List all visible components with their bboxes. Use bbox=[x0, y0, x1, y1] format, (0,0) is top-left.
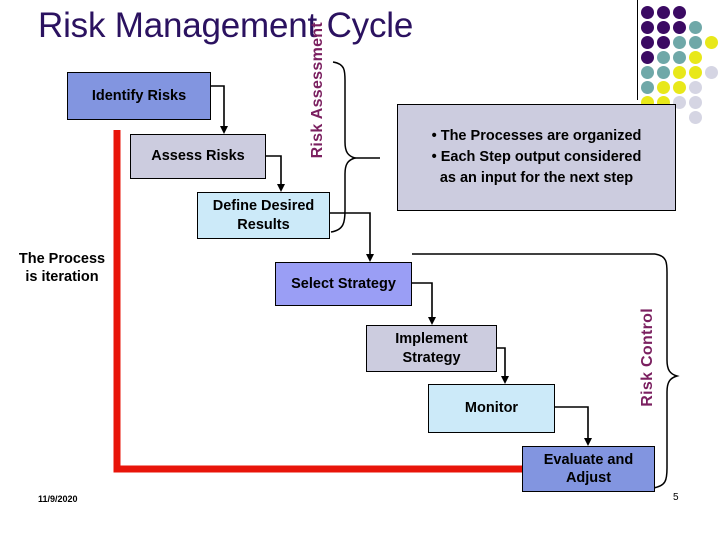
connector-implement-to-monitor bbox=[497, 347, 506, 381]
process-box-implement-strategy[interactable]: Implement Strategy bbox=[366, 325, 497, 372]
process-box-evaluate-adjust[interactable]: Evaluate and Adjust bbox=[522, 446, 655, 492]
process-note-line-1: The Process bbox=[18, 251, 106, 267]
connector-define-to-select bbox=[330, 212, 371, 259]
decorative-dot bbox=[705, 66, 718, 79]
decorative-dot bbox=[673, 81, 686, 94]
label-risk-control: Risk Control bbox=[639, 308, 656, 407]
connector-identify-to-assess bbox=[211, 85, 225, 131]
decorative-dot bbox=[641, 21, 654, 34]
decorative-dot bbox=[657, 51, 670, 64]
process-box-identify-risks[interactable]: Identify Risks bbox=[67, 72, 211, 120]
info-callout-box: • The Processes are organized • Each Ste… bbox=[397, 104, 676, 211]
process-box-label: Define Desired Results bbox=[212, 198, 315, 233]
process-box-label: Identify Risks bbox=[91, 87, 187, 104]
decorative-dot bbox=[641, 81, 654, 94]
header-divider-rule bbox=[637, 0, 638, 100]
label-risk-assessment: Risk Assessment bbox=[309, 22, 326, 159]
decorative-dot bbox=[705, 36, 718, 49]
process-box-label: Assess Risks bbox=[151, 148, 245, 165]
decorative-dot bbox=[689, 81, 702, 94]
decorative-dot bbox=[657, 6, 670, 19]
decorative-dot bbox=[673, 96, 686, 109]
page-title: Risk Management Cycle bbox=[38, 6, 414, 45]
decorative-dot bbox=[689, 96, 702, 109]
process-note-line-2: is iteration bbox=[25, 269, 99, 286]
info-line-2: • Each Step output considered bbox=[431, 148, 642, 165]
info-line-3: as an input for the next step bbox=[439, 170, 634, 186]
decorative-dot bbox=[689, 21, 702, 34]
decorative-dot bbox=[673, 66, 686, 79]
process-box-assess-risks[interactable]: Assess Risks bbox=[130, 134, 266, 179]
risk-assessment-brace bbox=[330, 61, 380, 233]
decorative-dot bbox=[673, 21, 686, 34]
process-box-label: Implement Strategy bbox=[395, 331, 468, 366]
process-iteration-note: The Process is iteration bbox=[6, 250, 118, 286]
info-line-1: • The Processes are organized bbox=[431, 127, 642, 144]
decorative-dot bbox=[673, 51, 686, 64]
connector-select-to-implement bbox=[412, 282, 433, 322]
decorative-dot bbox=[689, 51, 702, 64]
process-box-label: Select Strategy bbox=[291, 275, 396, 292]
decorative-dot bbox=[657, 21, 670, 34]
process-box-label: Evaluate and Adjust bbox=[543, 451, 634, 486]
decorative-dot bbox=[657, 66, 670, 79]
process-box-monitor[interactable]: Monitor bbox=[428, 384, 555, 433]
decorative-dot bbox=[689, 111, 702, 124]
decorative-dot bbox=[641, 6, 654, 19]
decorative-dot bbox=[689, 36, 702, 49]
connector-monitor-to-evaluate bbox=[555, 406, 589, 443]
process-box-define-desired[interactable]: Define Desired Results bbox=[197, 192, 330, 239]
decorative-dot bbox=[657, 36, 670, 49]
page-number: 5 bbox=[673, 492, 679, 503]
decorative-dot-matrix bbox=[641, 6, 720, 124]
decorative-dot bbox=[689, 66, 702, 79]
connector-assess-to-define bbox=[266, 155, 282, 189]
process-box-label: Monitor bbox=[464, 400, 519, 417]
decorative-dot bbox=[673, 6, 686, 19]
decorative-dot bbox=[657, 81, 670, 94]
process-box-select-strategy[interactable]: Select Strategy bbox=[275, 262, 412, 306]
decorative-dot bbox=[641, 66, 654, 79]
decorative-dot bbox=[673, 36, 686, 49]
footer-date: 11/9/2020 bbox=[38, 494, 78, 504]
decorative-dot bbox=[641, 51, 654, 64]
decorative-dot bbox=[641, 36, 654, 49]
